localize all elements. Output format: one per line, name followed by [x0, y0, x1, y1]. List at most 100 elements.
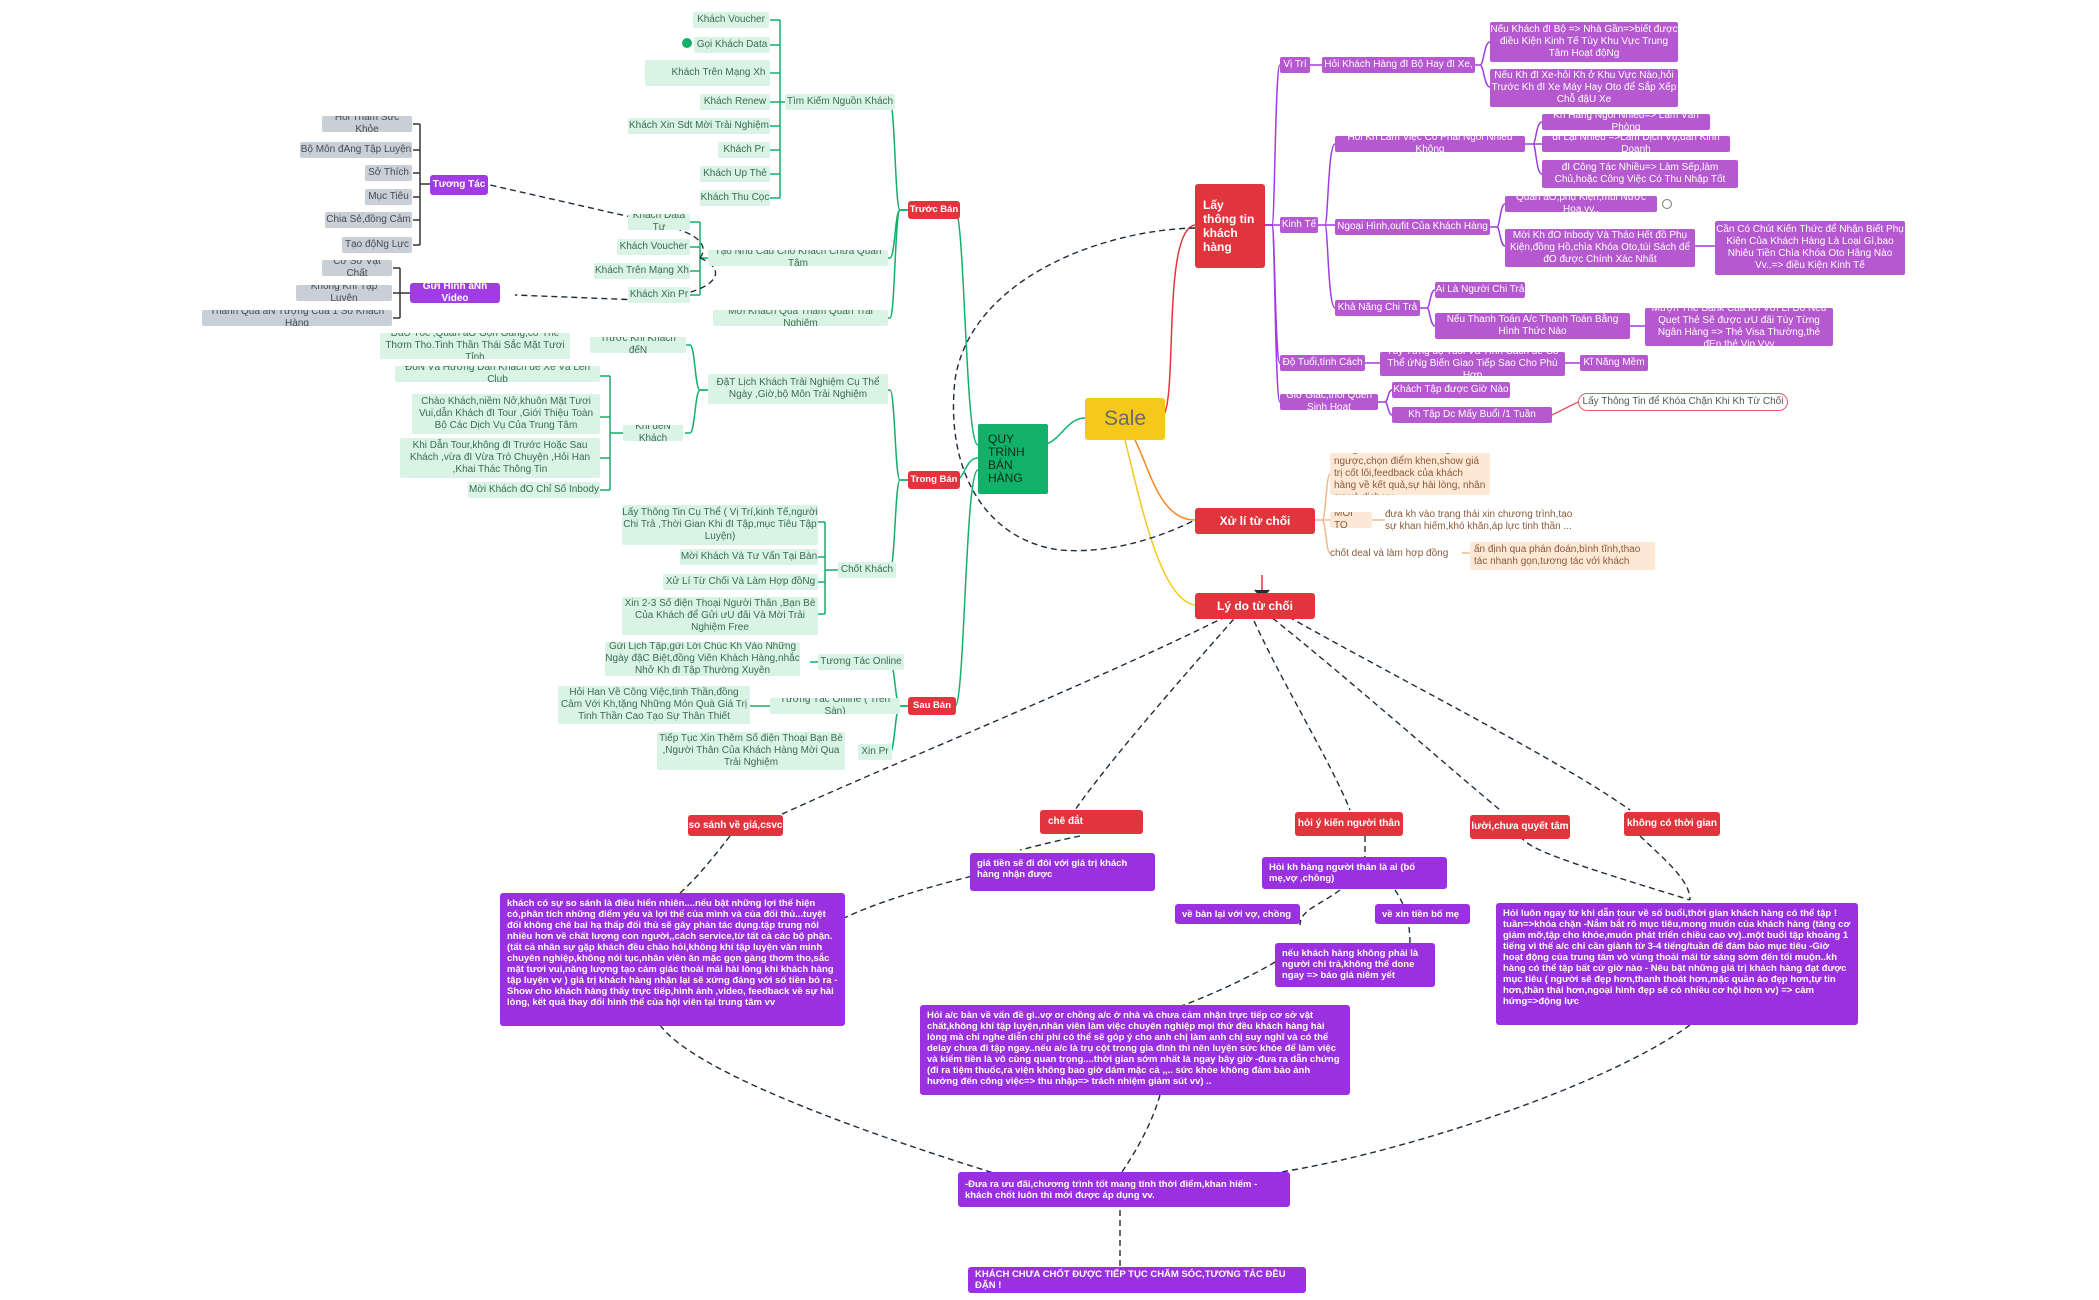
chot-item[interactable]: Mời Khách Và Tư Vấn Tại Bàn	[680, 549, 818, 565]
ve-xin-tien[interactable]: về xin tiền bố mẹ	[1375, 904, 1470, 924]
ve-xin-explanation: nếu khách hàng không phải là người chi t…	[1275, 943, 1435, 987]
gio-extra[interactable]: Lấy Thông Tin để Khóa Chặn Khi Kh Từ Chố…	[1578, 393, 1788, 411]
chot-deal[interactable]: chốt deal và làm hợp đồng	[1330, 548, 1449, 559]
kha-item[interactable]: Ai Là Người Chi Trả	[1435, 282, 1525, 298]
source-item[interactable]: Khách Voucher	[693, 12, 769, 28]
phase-trong-ban[interactable]: Trong Bán	[908, 471, 960, 489]
ki-nang-mem[interactable]: Kĩ Năng Mềm	[1580, 355, 1648, 371]
dat-lich-khach[interactable]: ĐặT Lịch Khách Trải Nghiệm Cụ Thể Ngày ,…	[708, 374, 888, 404]
vi-tri[interactable]: Vị Trí	[1280, 57, 1310, 73]
moi-to-item[interactable]: đưa kh vào trạng thái xin chương trình,t…	[1385, 509, 1573, 532]
tuong-tac-item[interactable]: Sở Thích	[365, 165, 412, 181]
chot-item[interactable]: Lấy Thông Tin Cụ Thể ( Vị Trí,kinh Tế,ng…	[622, 505, 818, 545]
chot-deal-item[interactable]: ấn định qua phán đoán,bình tĩnh,thao tác…	[1470, 542, 1655, 570]
gui-hinh-item[interactable]: Không Khí Tập Luyện	[296, 285, 392, 301]
chot-khach[interactable]: Chốt Khách	[838, 562, 896, 578]
source-item[interactable]: Khách Up Thẻ	[700, 166, 770, 182]
source-item[interactable]: Gọi Khách Data	[694, 37, 770, 53]
vi-tri-answer[interactable]: Nếu Khách đI Bộ => Nhà Gần=>biết được đi…	[1490, 22, 1678, 62]
ngoi-item[interactable]: đI Công Tác Nhiều=> Làm Sếp,làm Chủ,hoặc…	[1542, 160, 1738, 188]
tuong-tac-item[interactable]: Hỏi Thăm Sức Khỏe	[322, 116, 412, 132]
source-item[interactable]: Khách Thu Cọc	[700, 190, 770, 206]
ngoi-item[interactable]: đI Lại Nhiều =>Làm Dịch Vụ,dân Kinh Doan…	[1542, 136, 1730, 152]
ve-ban-lai[interactable]: về bàn lại với vợ, chồng	[1175, 904, 1300, 924]
tuong-tac-offline[interactable]: Tương Tác Offline ( Trên Sàn)	[770, 698, 900, 714]
final-follow-up: KHÁCH CHƯA CHỐT ĐƯỢC TIẾP TỤC CHĂM SÓC,T…	[968, 1267, 1306, 1293]
xin-pr-item[interactable]: Tiếp Tục Xin Thêm Số điện Thoại Bạn Bè ,…	[657, 732, 845, 770]
kha-nang-chi-tra[interactable]: Khả Năng Chi Trả	[1335, 300, 1420, 316]
ly-do-tu-choi-node[interactable]: Lý do từ chối	[1195, 593, 1315, 619]
tim-kiem-nguon-khach[interactable]: Tìm Kiếm Nguồn Khách	[785, 94, 895, 110]
nhu-cau-item[interactable]: Khách Voucher	[617, 239, 690, 255]
reason-che-dat[interactable]: chê đắt	[1040, 810, 1143, 834]
center-node-sale[interactable]: Sale	[1085, 398, 1165, 440]
ngoai-item[interactable]: Mời Kh đO Inbody Và Tháo Hết đồ Phụ Kiện…	[1505, 229, 1695, 267]
tao-nhu-cau[interactable]: Tạo Nhu Cầu Cho Khách Chưa Quan Tâm	[708, 250, 888, 266]
source-item[interactable]: Khách Pr	[718, 142, 770, 158]
reason-khong-thoi-gian[interactable]: không có thời gian	[1624, 812, 1720, 836]
phase-truoc-ban[interactable]: Trước Bán	[908, 201, 960, 219]
do-tuoi-item[interactable]: Tùy Từng độ Tuổi Và Tính Cách để Có Thể …	[1380, 352, 1565, 376]
ngoi-item[interactable]: Kh Hàng Ngồi Nhiều=> Làm Văn Phòng	[1542, 114, 1710, 130]
ngoai-item[interactable]: Quần áO,phụ Kiện,mùi Nước Hoa,vv..	[1505, 196, 1657, 212]
source-item[interactable]: Khách Trên Mạng Xh	[645, 60, 770, 86]
note-icon	[1662, 199, 1672, 209]
so-sanh-explanation: khách có sự so sánh là điều hiển nhiên..…	[500, 893, 845, 1026]
phase-sau-ban[interactable]: Sau Bán	[908, 697, 956, 715]
khi-den-item[interactable]: ĐóN Và Hướng Dẫn Khách để Xe Và Lên Club	[395, 366, 600, 382]
ngoai-hinh[interactable]: Ngoại Hình,oufit Của Khách Hàng	[1335, 219, 1490, 235]
reason-luoi[interactable]: lười,chưa quyết tâm	[1470, 815, 1570, 839]
khong-thoi-gian-explanation: Hỏi luôn ngay từ khi dẫn tour về số buổi…	[1496, 903, 1858, 1025]
tuong-tac-online[interactable]: Tương Tác Online	[818, 654, 904, 670]
process-node[interactable]: QUY TRÌNH BÁN HÀNG	[978, 424, 1048, 494]
gui-hinh-node[interactable]: Gửi Hình ảNh Video	[410, 283, 500, 303]
kha-extra[interactable]: Mượn Thẻ Bank Của Kh Với Lí Do Nếu Quẹt …	[1645, 308, 1833, 346]
khi-den-item[interactable]: Chào Khách,niềm Nở,khuôn Mặt Tươi Vui,dẫ…	[412, 394, 600, 434]
nhu-cau-item[interactable]: Khách Trên Mạng Xh	[594, 263, 690, 279]
gui-hinh-item[interactable]: Cơ Sở Vật Chất	[322, 260, 392, 276]
online-item[interactable]: Gửi Lịch Tập,gửi Lời Chúc Kh Vào Những N…	[605, 642, 800, 676]
ngoi-nhieu[interactable]: Hỏi Kh Làm Việc Có Phải Ngồi Nhiều Không	[1335, 136, 1525, 152]
tuong-tac-item[interactable]: Mục Tiêu	[365, 189, 412, 205]
vi-tri-question[interactable]: Hỏi Khách Hàng đI Bộ Hay đI Xe,	[1322, 57, 1475, 73]
truoc-khi-khach-den[interactable]: Trước Khi Khách đếN	[590, 337, 686, 353]
che-dat-explanation: giá tiền sẽ đi đôi với giá trị khách hàn…	[970, 853, 1155, 891]
moi-khach-tham-quan[interactable]: Mời Khách Qua Tham Quan Trải Nghiệm	[713, 310, 888, 326]
lay-thong-tin-node[interactable]: Lấy thông tin khách hàng	[1195, 184, 1265, 268]
vi-tri-answer[interactable]: Nếu Kh đI Xe-hỏi Kh ở Khu Vực Nào,hỏi Tr…	[1490, 69, 1678, 107]
khi-den-khach[interactable]: Khi đếN Khách	[623, 425, 683, 441]
gio-giac[interactable]: Giờ Giấc,thói Quen Sinh Hoạt	[1280, 394, 1378, 410]
check-icon	[682, 38, 692, 48]
reason-hoi-y-kien[interactable]: hỏi ý kiến người thân	[1295, 812, 1403, 836]
xu-li-desc[interactable]: Đồng cảm,chốt điểm nóng,sale ngược,chọn …	[1330, 453, 1490, 495]
ve-ban-explanation: Hỏi a/c bàn về vấn đề gì..vợ or chồng a/…	[920, 1005, 1350, 1095]
tuong-tac-item[interactable]: Tạo độNg Lực	[342, 237, 412, 253]
ngoai-extra[interactable]: Cần Có Chút Kiến Thức để Nhận Biết Phụ K…	[1715, 221, 1905, 275]
tuong-tac-item[interactable]: Chia Sẻ,đồng Cảm	[325, 212, 412, 228]
kinh-te[interactable]: Kinh Tế	[1280, 217, 1318, 233]
chot-item[interactable]: Xử Lí Từ Chối Và Làm Hợp đồNg	[663, 574, 818, 590]
gio-item[interactable]: Kh Tập Dc Mấy Buổi /1 Tuần	[1392, 407, 1552, 423]
khi-den-item[interactable]: Khi Dẫn Tour,không đI Trước Hoặc Sau Khá…	[400, 438, 600, 478]
kha-item[interactable]: Nếu Thanh Toán A/c Thanh Toán Bằng Hình …	[1435, 313, 1630, 339]
moi-to[interactable]: MỒI TO	[1330, 512, 1372, 528]
gio-item[interactable]: Khách Tập được Giờ Nào	[1392, 382, 1510, 398]
nhu-cau-item[interactable]: Khách Data Tự	[628, 214, 690, 230]
nhu-cau-item[interactable]: Khách Xin Pr	[628, 287, 690, 303]
chot-item[interactable]: Xin 2-3 Số điện Thoại Người Thân ,Bạn Bè…	[622, 597, 818, 635]
xin-pr[interactable]: Xin Pr	[858, 744, 892, 760]
tuong-tac-node[interactable]: Tương Tác	[430, 175, 488, 195]
offline-item[interactable]: Hỏi Han Về Công Việc,tinh Thần,đồng Cảm …	[558, 686, 750, 724]
reason-so-sanh[interactable]: so sánh về giá,csvc	[688, 815, 783, 836]
source-item[interactable]: Khách Renew	[700, 94, 770, 110]
tuong-tac-item[interactable]: Bộ Môn đAng Tập Luyện	[300, 142, 412, 158]
final-offer: -Đưa ra ưu đãi,chương trình tốt mang tín…	[958, 1172, 1290, 1207]
xu-li-tu-choi-node[interactable]: Xử lí từ chối	[1195, 508, 1315, 534]
do-tuoi[interactable]: Độ Tuổi,tính Cách	[1280, 355, 1365, 371]
khi-den-item[interactable]: Mời Khách đO Chỉ Số Inbody	[468, 482, 600, 498]
source-item[interactable]: Khách Xin Sdt Mời Trải Nghiệm	[628, 118, 770, 134]
gui-hinh-item[interactable]: Thành Quả áN Tượng Của 1 Số Khách Hàng	[202, 310, 392, 326]
truoc-khi-item[interactable]: ĐầU Tóc ,Quần áO Gọn Gàng,cơ Thể Thơm Th…	[380, 333, 570, 359]
